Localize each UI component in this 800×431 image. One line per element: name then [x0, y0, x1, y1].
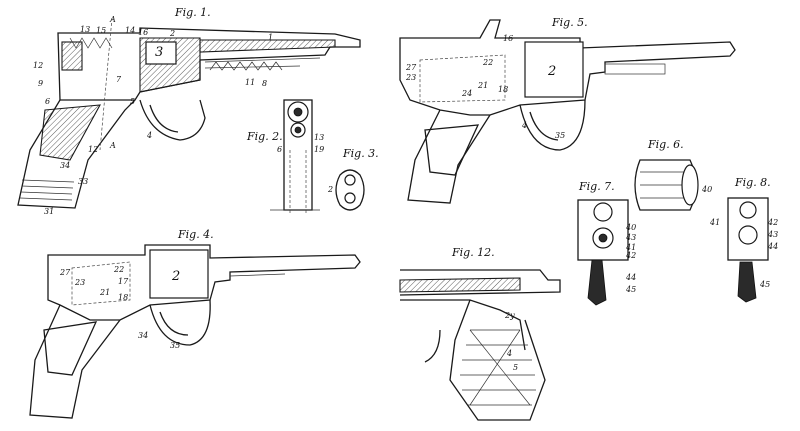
fig12-label-3: 5	[513, 363, 518, 372]
figure-3-cylinder-detail: Fig. 3. 2	[327, 147, 379, 211]
fig7-label-2: 43	[625, 233, 636, 242]
figure-12-partial-section: Fig. 12. 2y 4 5	[399, 246, 561, 421]
fig7-label-1: 40	[625, 223, 636, 232]
figure-5-title: Fig. 5.	[551, 16, 588, 29]
fig7-label-6: 45	[625, 285, 636, 294]
fig1-label-21: A	[109, 141, 116, 150]
fig1-label-18: 34	[60, 161, 70, 170]
fig1-label-14: 6	[45, 97, 50, 106]
fig1-label-5: 16	[138, 28, 148, 37]
fig1-label-19: 33	[78, 177, 88, 186]
figure-7-lock-detail: Fig. 7. 40 43 41 42 44 45	[577, 180, 636, 306]
fig4-label-7: 18	[118, 293, 128, 302]
fig1-label-8: 1	[268, 33, 273, 42]
fig2-label-1: 6	[277, 145, 282, 154]
fig5-label-1: 16	[503, 34, 513, 43]
fig8-label-2: 42	[767, 218, 778, 227]
fig1-label-2: 13	[80, 25, 90, 34]
figure-3-title: Fig. 3.	[342, 147, 379, 160]
figure-7-title: Fig. 7.	[578, 180, 615, 193]
fig1-label-12: 8	[262, 79, 267, 88]
fig8-label-5: 45	[759, 280, 770, 289]
fig5-label-6: 24	[461, 89, 472, 98]
fig4-label-1: 2	[171, 269, 180, 284]
figure-4-pistol-side: Fig. 4. 2 27 22 23 17 21 18 34 35	[29, 228, 361, 419]
fig1-label-6: 3	[155, 45, 163, 60]
fig2-label-3: 19	[314, 145, 324, 154]
fig2-label-2: 13	[314, 133, 324, 142]
fig5-label-5: 23	[405, 73, 416, 82]
fig7-label-3: 41	[625, 243, 636, 252]
fig1-label-9: 12	[33, 61, 43, 70]
figure-6-cylinder: Fig. 6. 40	[634, 138, 712, 211]
figure-5-pistol-side: Fig. 5. 16 2 27 22 23 24 21 18 4 35	[399, 16, 736, 204]
fig1-label-3: 14	[125, 26, 135, 35]
fig1-label-1: A	[109, 15, 116, 24]
fig5-label-9: 4	[521, 121, 527, 130]
figure-2-title: Fig. 2.	[246, 130, 283, 143]
fig5-label-2: 2	[547, 64, 556, 79]
fig1-label-11: 11	[245, 78, 255, 87]
fig4-label-4: 23	[74, 278, 85, 287]
fig4-label-5: 17	[118, 277, 129, 286]
figure-6-title: Fig. 6.	[647, 138, 684, 151]
figure-8-lock-detail: Fig. 8. 41 42 43 44 45	[709, 176, 778, 303]
fig1-label-20: 31	[44, 207, 54, 216]
fig1-label-17: 12	[88, 145, 98, 154]
fig1-label-15: 5	[130, 97, 135, 106]
fig4-label-3: 22	[113, 265, 124, 274]
figure-12-title: Fig. 12.	[451, 246, 495, 259]
fig6-label-1: 40	[701, 185, 712, 194]
fig5-label-3: 27	[405, 63, 417, 72]
fig1-label-10: 7	[116, 75, 122, 84]
fig1-label-13: 9	[38, 79, 43, 88]
fig3-label-1: 2	[327, 185, 333, 194]
fig5-label-10: 35	[555, 131, 565, 140]
figure-2-end-view: Fig. 2. 6 13 19	[246, 99, 324, 215]
figure-8-title: Fig. 8.	[734, 176, 771, 189]
fig4-label-8: 34	[138, 331, 148, 340]
fig7-label-5: 44	[625, 273, 636, 282]
fig8-label-1: 41	[709, 218, 720, 227]
fig8-label-4: 44	[767, 242, 778, 251]
figure-1-title: Fig. 1.	[174, 6, 211, 19]
fig12-label-1: 2y	[504, 311, 515, 320]
fig1-label-4: 15	[96, 26, 106, 35]
fig7-label-4: 42	[625, 251, 636, 260]
fig4-label-9: 35	[170, 341, 180, 350]
fig1-label-7: 2	[169, 29, 175, 38]
fig12-label-2: 4	[506, 349, 512, 358]
fig1-label-16: 4	[146, 131, 152, 140]
fig8-label-3: 43	[767, 230, 778, 239]
figure-1-pistol-section: Fig. 1. A 13 14 15 16 3 2 1 12 7 11 8 9 …	[17, 6, 361, 216]
fig5-label-8: 18	[498, 85, 508, 94]
fig5-label-7: 21	[477, 81, 488, 90]
fig5-label-4: 22	[482, 58, 493, 67]
fig4-label-2: 27	[59, 268, 71, 277]
fig4-label-6: 21	[99, 288, 110, 297]
figure-4-title: Fig. 4.	[177, 228, 214, 241]
